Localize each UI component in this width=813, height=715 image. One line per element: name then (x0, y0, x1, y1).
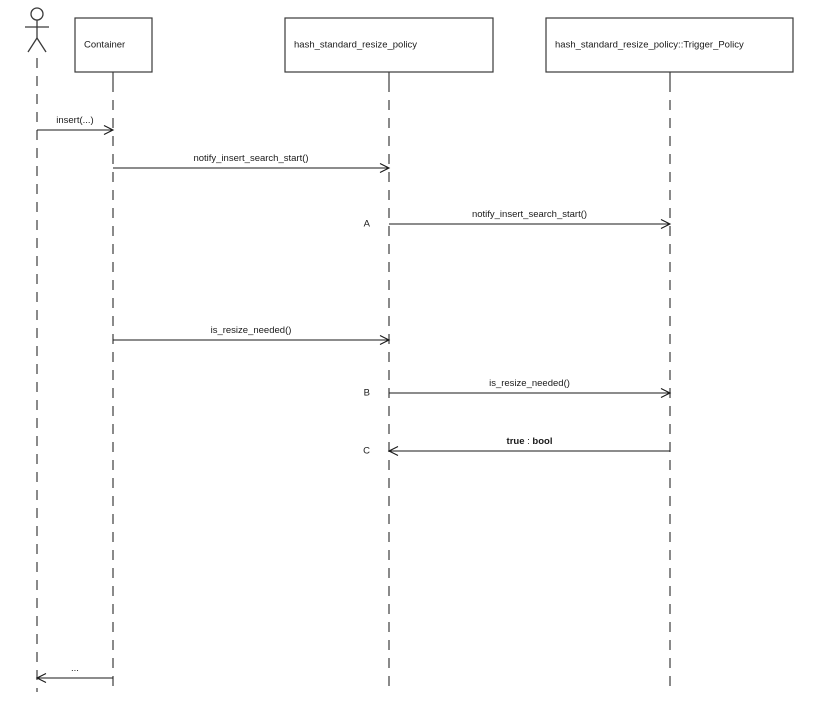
actor-leg-left (27, 37, 38, 53)
messages-layer: insert(...)notify_insert_search_start()n… (35, 115, 672, 683)
message-label-m7: ... (71, 663, 79, 674)
message-label-m3: notify_insert_search_start() (472, 209, 587, 220)
message-m4[interactable]: is_resize_needed() (113, 325, 391, 345)
message-arrowhead-m3 (660, 219, 672, 229)
actor-figure (25, 7, 49, 53)
message-arrowhead-m7 (35, 673, 47, 683)
message-label-part: : (524, 436, 532, 447)
message-m2[interactable]: notify_insert_search_start() (113, 153, 391, 173)
participant-box-trigger[interactable] (545, 17, 794, 73)
actor-head-icon (30, 7, 44, 21)
actor-leg-right (36, 37, 47, 53)
message-label-m6: true : bool (507, 436, 553, 447)
lifelines-layer (36, 58, 671, 692)
message-label-part: bool (532, 436, 552, 447)
message-label-m5: is_resize_needed() (489, 378, 570, 389)
message-m5[interactable]: is_resize_needed() B (364, 378, 672, 399)
participant-label-trigger: hash_standard_resize_policy::Trigger_Pol… (555, 40, 744, 51)
actor-stick-figure (25, 7, 49, 53)
message-label-part: notify_insert_search_start() (193, 153, 308, 164)
participant-box-policy[interactable] (284, 17, 494, 73)
message-m1[interactable]: insert(...) (37, 115, 115, 135)
message-sequence-letter-m3: A (364, 219, 371, 230)
message-label-part: is_resize_needed() (489, 378, 570, 389)
message-m7[interactable]: ... (35, 663, 113, 683)
participant-container[interactable]: Container (74, 17, 153, 73)
message-sequence-letter-m6: C (363, 446, 370, 457)
message-label-m4: is_resize_needed() (211, 325, 292, 336)
message-label-m2: notify_insert_search_start() (193, 153, 308, 164)
message-sequence-letter-m5: B (364, 388, 370, 399)
participant-policy[interactable]: hash_standard_resize_policy (284, 17, 494, 73)
participant-boxes-layer: Container hash_standard_resize_policy hash… (74, 17, 794, 73)
participant-box-container[interactable] (74, 17, 153, 73)
message-m3[interactable]: notify_insert_search_start() A (364, 209, 672, 230)
message-arrowhead-m5 (660, 388, 672, 398)
message-arrowhead-m4 (379, 335, 391, 345)
message-arrowhead-m6 (387, 446, 399, 456)
participant-label-policy: hash_standard_resize_policy (294, 40, 417, 51)
message-label-part: true (507, 436, 525, 447)
message-label-part: insert(...) (56, 115, 93, 126)
message-label-part: notify_insert_search_start() (472, 209, 587, 220)
message-label-part: ... (71, 663, 79, 674)
message-arrowhead-m1 (103, 125, 115, 135)
participant-label-container: Container (84, 40, 125, 51)
message-label-m1: insert(...) (56, 115, 93, 126)
message-arrowhead-m2 (379, 163, 391, 173)
message-label-part: is_resize_needed() (211, 325, 292, 336)
participant-trigger[interactable]: hash_standard_resize_policy::Trigger_Pol… (545, 17, 794, 73)
